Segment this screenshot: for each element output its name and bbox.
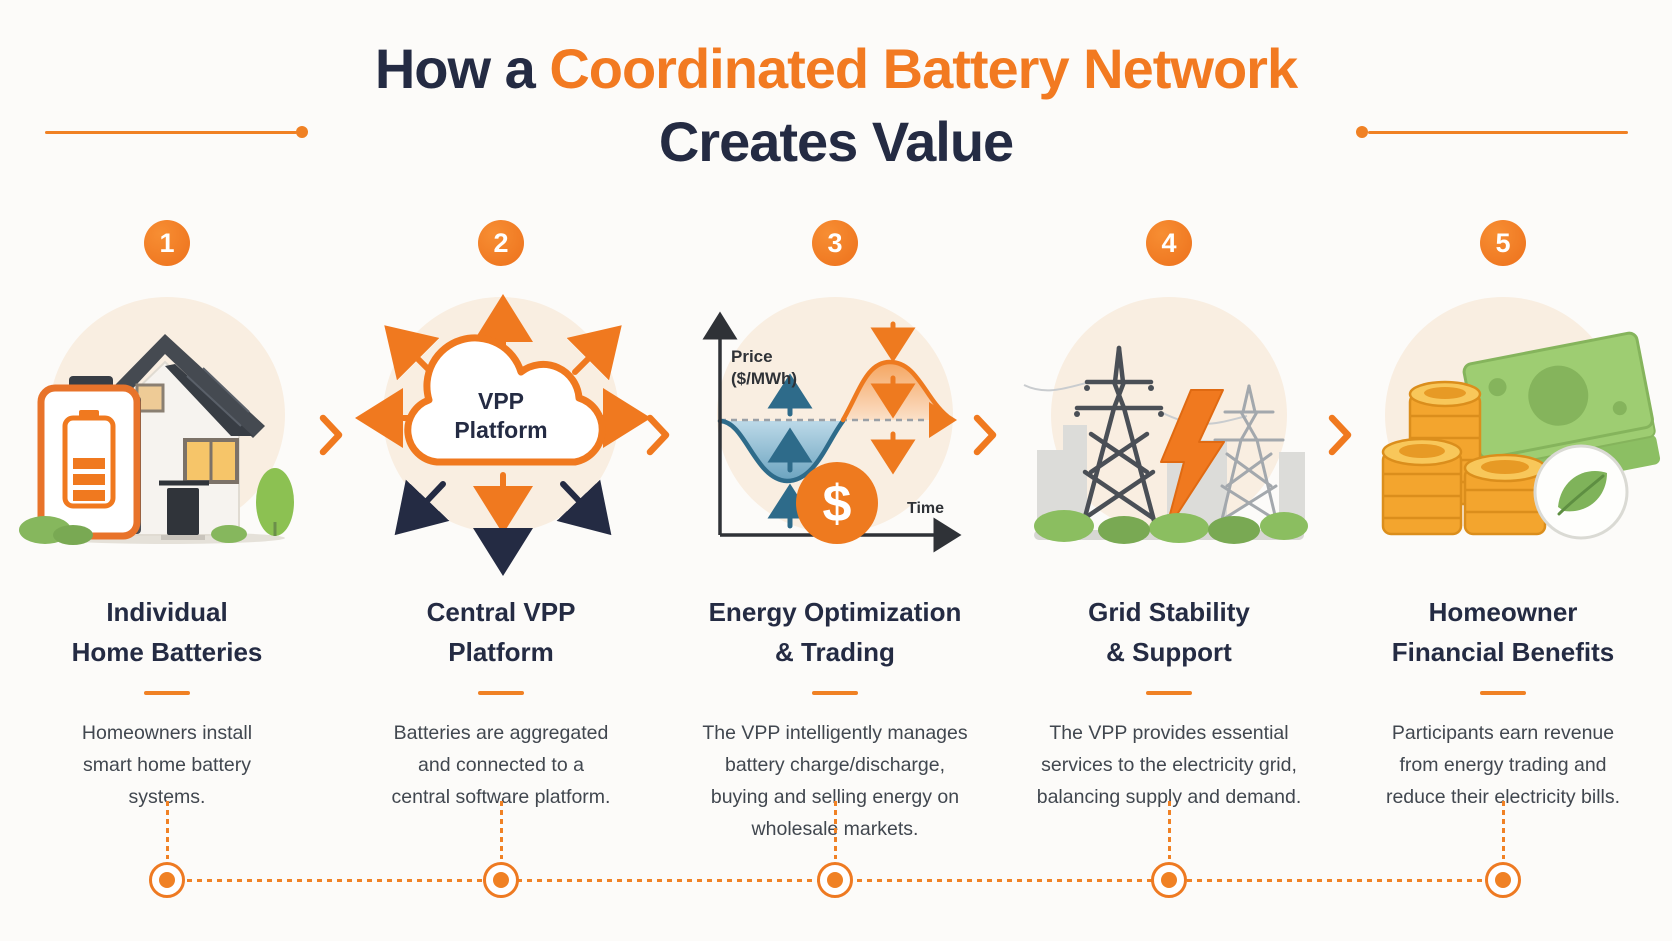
money-benefits-icon — [1381, 331, 1661, 540]
step-title-underline — [812, 691, 858, 695]
step-description: Homeowners install smart home battery sy… — [81, 722, 253, 808]
step-title: Individual Home Batteries — [71, 597, 263, 667]
next-step-chevron-icon — [973, 414, 997, 456]
step-number-badge: 1 — [144, 220, 190, 266]
timeline-connector — [1168, 801, 1171, 859]
step-column-1: 1 — [0, 0, 334, 941]
price-axis-label: Price ($/MWh) — [731, 347, 798, 388]
title-highlight: Coordinated Battery Network — [549, 37, 1298, 100]
timeline-node — [1151, 862, 1187, 898]
step-title: Grid Stability & Support — [1088, 597, 1250, 667]
step-number-badge: 2 — [478, 220, 524, 266]
price-chart-icon: $ — [702, 311, 962, 553]
decor-dot-right — [1356, 126, 1368, 138]
step-number-badge: 4 — [1146, 220, 1192, 266]
step-title: Homeowner Financial Benefits — [1391, 597, 1615, 667]
title-line-1: How a Coordinated Battery Network — [0, 32, 1672, 105]
step-title: Central VPP Platform — [426, 597, 576, 667]
title-prefix: How a — [374, 37, 550, 100]
vpp-cloud-icon — [355, 294, 651, 576]
timeline-node — [817, 862, 853, 898]
timeline-node — [149, 862, 185, 898]
page-title: How a Coordinated Battery Network Create… — [0, 32, 1672, 178]
grid-pylons-icon — [1023, 345, 1308, 544]
step-column-4: 4 — [1002, 0, 1336, 941]
next-step-chevron-icon — [646, 414, 670, 456]
step-number-badge: 5 — [1480, 220, 1526, 266]
timeline-node — [483, 862, 519, 898]
timeline-connector — [500, 801, 503, 859]
dollar-coin — [796, 462, 878, 544]
step-description: Batteries are aggregated and connected t… — [391, 722, 611, 808]
next-step-chevron-icon — [319, 414, 343, 456]
step-column-5: 5 — [1336, 0, 1670, 941]
step-description: The VPP intelligently manages battery ch… — [702, 722, 968, 840]
timeline-node — [1485, 862, 1521, 898]
decor-line-right — [1368, 131, 1628, 134]
dollar-symbol: $ — [823, 475, 852, 533]
home-battery-icon — [19, 334, 294, 545]
step-description: Participants earn revenue from energy tr… — [1385, 722, 1621, 808]
timeline-connector — [1502, 801, 1505, 859]
step-title-underline — [144, 691, 190, 695]
timeline-connector — [834, 801, 837, 859]
step-title: Energy Optimization & Trading — [708, 597, 962, 667]
next-step-chevron-icon — [1328, 414, 1352, 456]
title-line-2: Creates Value — [658, 110, 1014, 173]
step-description: The VPP provides essential services to t… — [1036, 722, 1302, 808]
step-number-badge: 3 — [812, 220, 858, 266]
timeline-connector — [166, 801, 169, 859]
step-column-3: 3 — [668, 0, 1002, 941]
time-axis-label: Time — [907, 500, 945, 517]
step-title-underline — [478, 691, 524, 695]
step-title-underline — [1480, 691, 1526, 695]
decor-dot-left — [296, 126, 308, 138]
cloud-label: VPP Platform — [454, 388, 548, 443]
step-column-2: 2 — [334, 0, 668, 941]
step-title-underline — [1146, 691, 1192, 695]
decor-line-left — [45, 131, 297, 134]
